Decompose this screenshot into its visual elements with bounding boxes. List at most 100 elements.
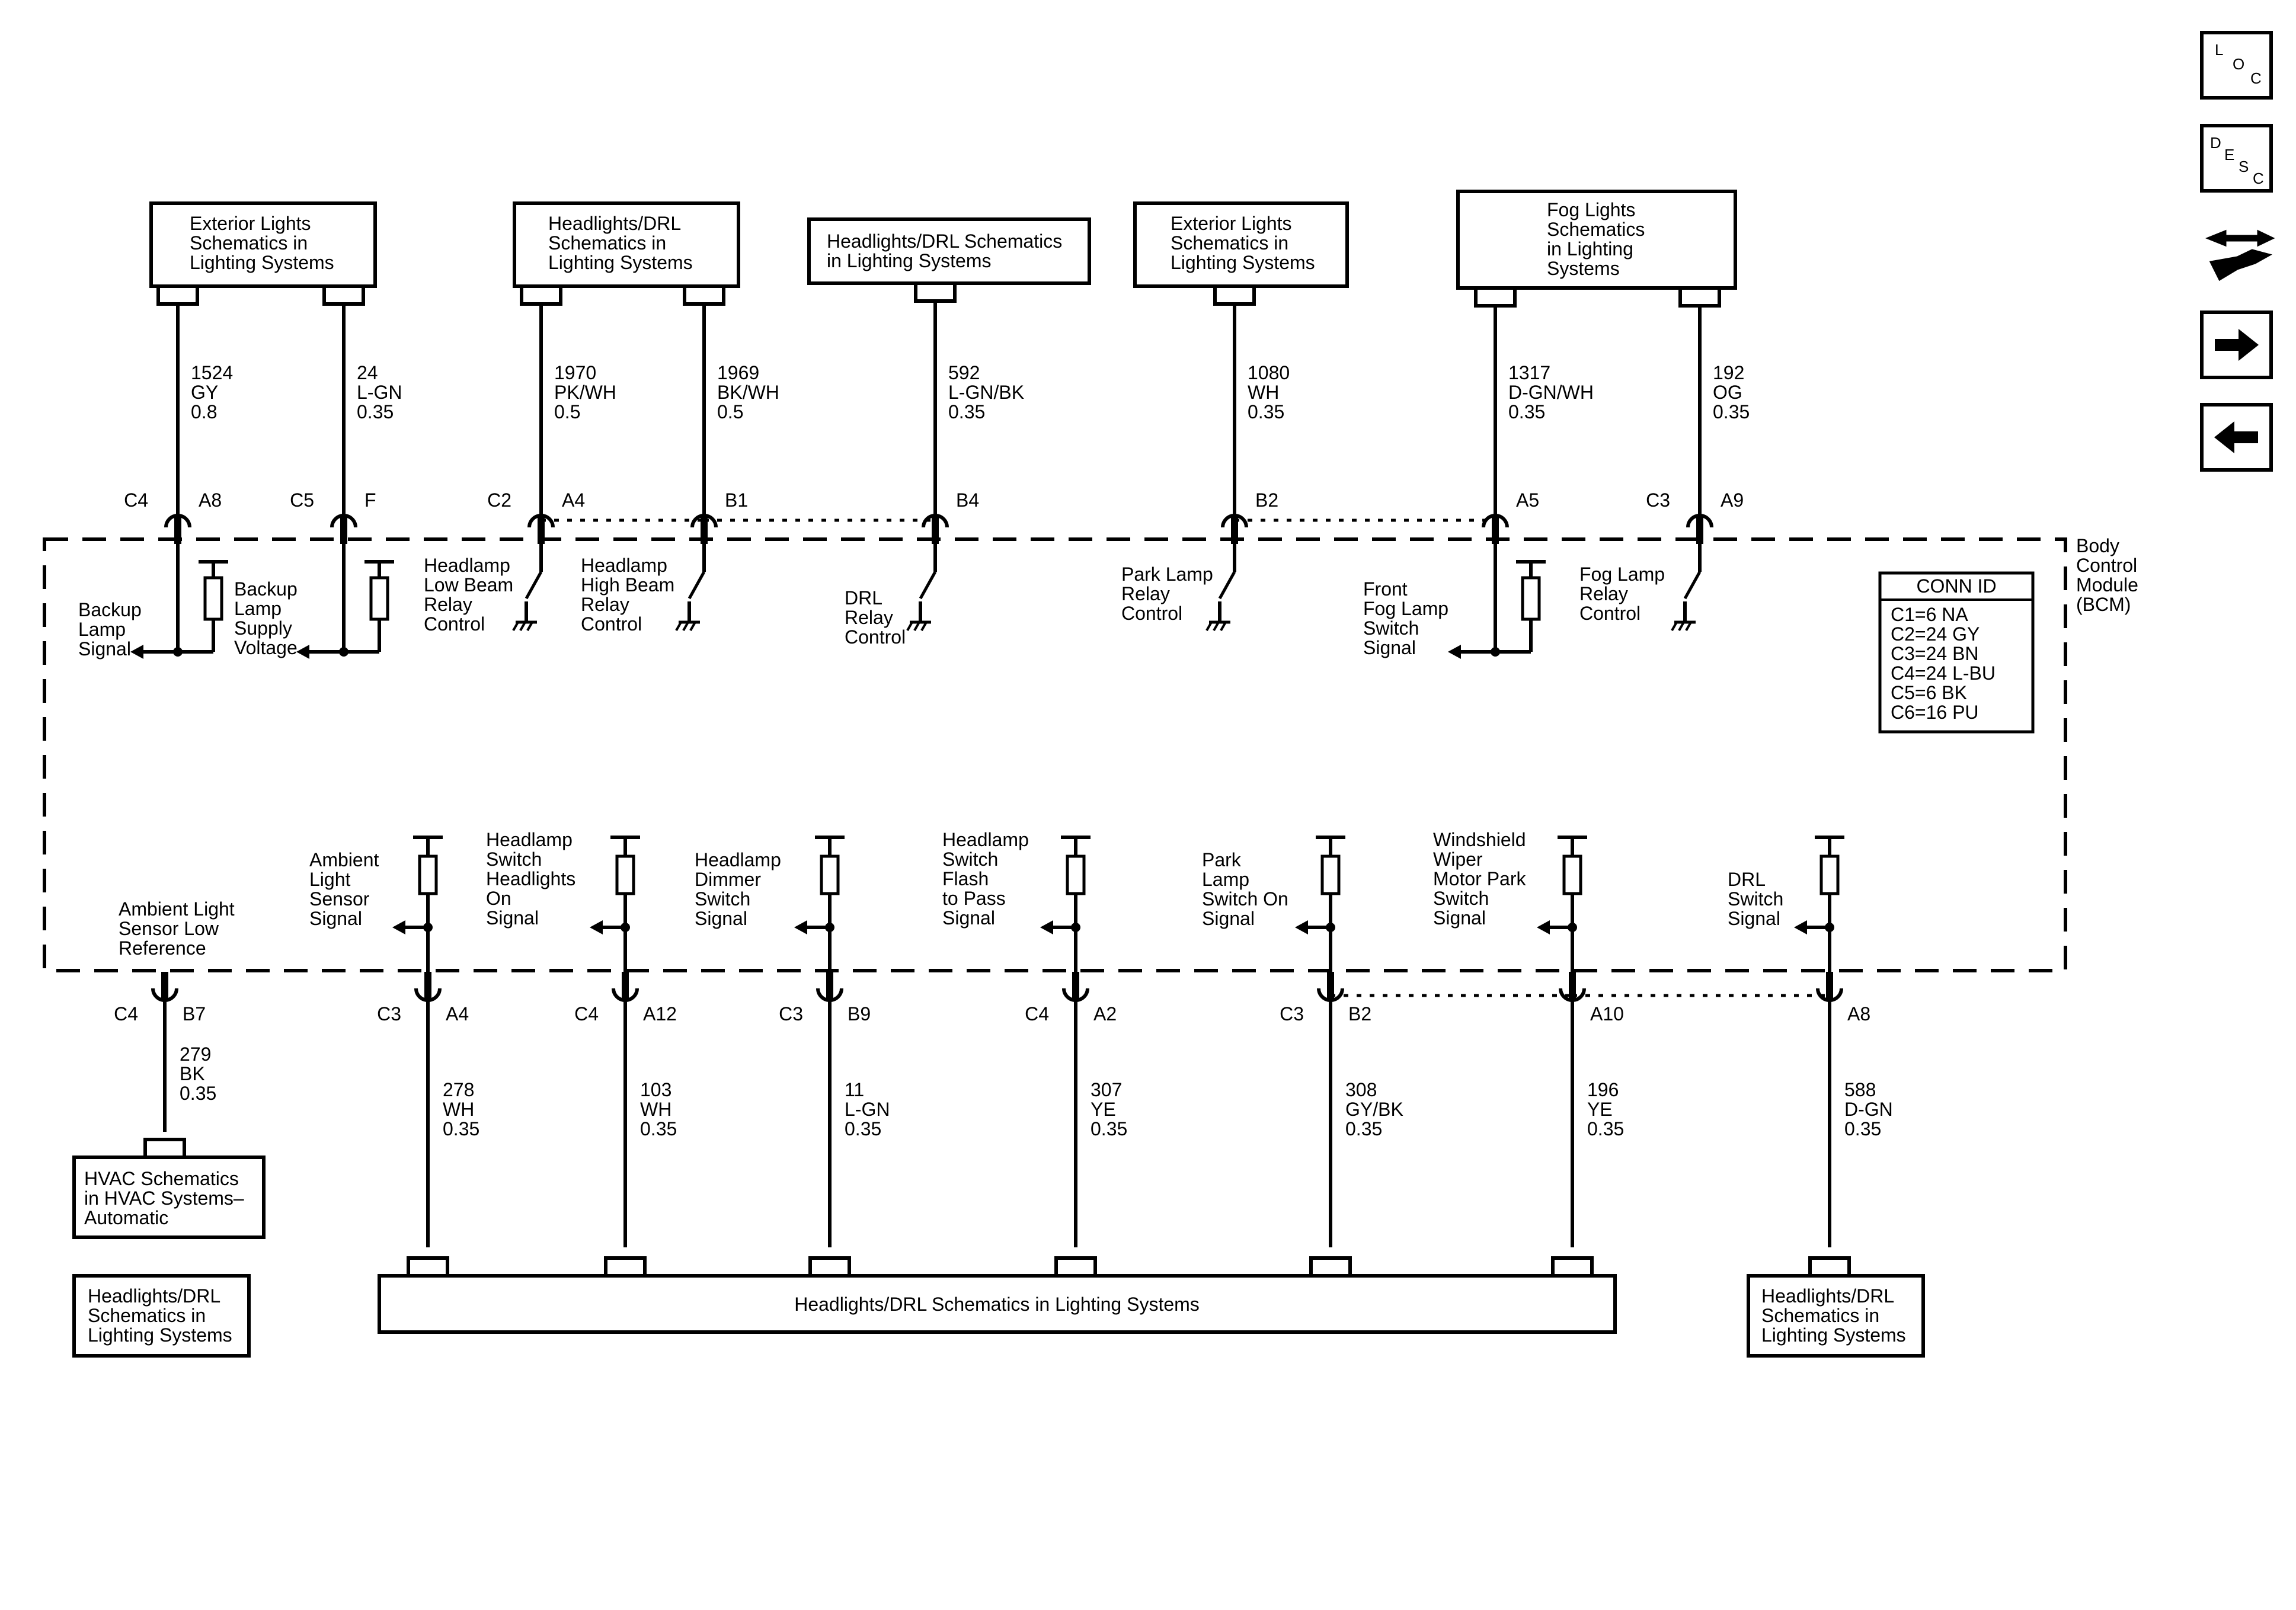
wire-label: 11 xyxy=(845,1079,864,1100)
wire-label: L-GN/BK xyxy=(948,382,1024,403)
reference-box-text: HVAC Schematics xyxy=(84,1168,239,1189)
wire-label: WH xyxy=(1248,382,1279,403)
function-label: Lamp xyxy=(1202,869,1249,890)
connector-id: C3 xyxy=(779,1003,803,1025)
wire-label: OG xyxy=(1713,382,1742,403)
function-label: Park Lamp xyxy=(1121,564,1213,585)
pullup-network-t2 xyxy=(296,544,394,659)
connector-nav-button[interactable] xyxy=(2205,229,2275,281)
pin-id: A4 xyxy=(562,489,585,511)
function-label: DRL xyxy=(845,587,882,609)
module-name: Control xyxy=(2076,555,2137,576)
function-label: Switch xyxy=(695,888,750,910)
wire-label: L-GN xyxy=(357,382,402,403)
function-label: Reference xyxy=(119,937,206,959)
function-label: Headlamp xyxy=(581,555,667,576)
function-label: Headlamp xyxy=(486,829,573,850)
reference-box-text: Lighting Systems xyxy=(1171,252,1315,273)
function-label: Switch On xyxy=(1202,888,1288,910)
wire-label: 1969 xyxy=(717,362,759,383)
reference-box-text: in HVAC Systems– xyxy=(84,1188,244,1209)
reference-box-text: Automatic xyxy=(84,1207,168,1228)
function-label: to Pass xyxy=(942,888,1006,909)
wire-label: 308 xyxy=(1345,1079,1377,1100)
function-label: Windshield xyxy=(1433,829,1526,850)
loc-letter: O xyxy=(2233,55,2244,73)
desc-letter: D xyxy=(2210,134,2221,152)
reference-box-text: Lighting Systems xyxy=(548,252,693,273)
wire-label: L-GN xyxy=(845,1099,890,1120)
bottom-reference-box-hdrl_wide[interactable]: Headlights/DRL Schematics in Lighting Sy… xyxy=(378,1256,1617,1334)
conn-id-row: C6=16 PU xyxy=(1891,702,1979,723)
next-nav-button[interactable] xyxy=(2200,311,2273,379)
wire-label: 0.35 xyxy=(357,401,394,422)
function-label: Fog Lamp xyxy=(1363,598,1448,619)
reference-box-text: in Lighting xyxy=(1547,238,1633,260)
function-label: Signal xyxy=(1728,908,1780,929)
pin-id: A4 xyxy=(446,1003,469,1025)
function-label: Relay xyxy=(424,594,472,615)
function-label: Signal xyxy=(942,907,995,929)
wire-label: 0.35 xyxy=(1587,1118,1624,1140)
reference-box-text: Lighting Systems xyxy=(190,252,334,273)
pin-id: B7 xyxy=(183,1003,206,1025)
pin-id: B2 xyxy=(1255,489,1278,511)
reference-box-text: Exterior Lights xyxy=(1171,213,1292,234)
wire-label: 1524 xyxy=(191,362,233,383)
reference-box-text: Schematics in xyxy=(548,232,666,254)
reference-box-text: Headlights/DRL xyxy=(88,1285,220,1307)
wire-label: 279 xyxy=(180,1044,211,1065)
conn-id-row: C1=6 NA xyxy=(1891,604,1968,625)
prev-nav-button[interactable] xyxy=(2200,403,2273,472)
wire-label: 0.8 xyxy=(191,401,217,422)
loc-nav-button[interactable]: LOC xyxy=(2200,31,2273,100)
function-label: Signal xyxy=(78,638,131,660)
wire-label: 0.35 xyxy=(443,1118,479,1140)
pullup-network-t7 xyxy=(1448,544,1546,659)
wire-label: YE xyxy=(1091,1099,1116,1120)
function-label: Lamp xyxy=(78,619,126,640)
reference-box-text: Schematics in xyxy=(190,232,308,254)
wire-label: 307 xyxy=(1091,1079,1122,1100)
function-label: Motor Park xyxy=(1433,868,1526,889)
conn-id-row: C4=24 L-BU xyxy=(1891,662,1996,684)
function-label: Signal xyxy=(486,907,539,929)
reference-box-text: Fog Lights xyxy=(1547,199,1635,220)
pin-id: B1 xyxy=(725,489,748,511)
wire-label: 0.35 xyxy=(640,1118,677,1140)
function-label: Backup xyxy=(234,578,298,600)
function-label: Dimmer xyxy=(695,869,761,890)
function-label: Switch xyxy=(486,849,542,870)
function-label: Wiper xyxy=(1433,849,1483,870)
pin-id: F xyxy=(364,489,376,511)
pullup-network-t1 xyxy=(130,544,228,659)
wire-label: D-GN/WH xyxy=(1508,382,1594,403)
function-label: Lamp xyxy=(234,598,282,619)
pin-id: A10 xyxy=(1590,1003,1624,1025)
function-label: Control xyxy=(845,626,906,648)
reference-box-text: Schematics in xyxy=(1761,1305,1879,1326)
function-label: Light xyxy=(309,869,351,890)
connector-id: C3 xyxy=(1280,1003,1304,1025)
function-label: Control xyxy=(424,613,485,635)
function-label: Signal xyxy=(1363,637,1416,658)
desc-letter: S xyxy=(2239,158,2249,175)
function-label: Front xyxy=(1363,578,1408,600)
